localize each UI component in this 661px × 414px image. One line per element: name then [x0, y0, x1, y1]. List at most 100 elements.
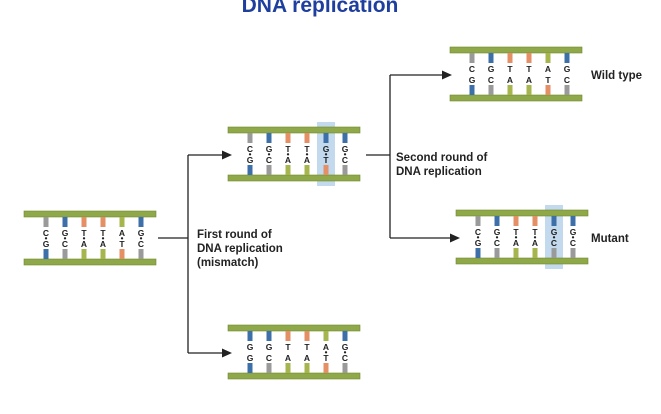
mutant-bottom-base-stick	[513, 248, 519, 258]
upper-daughter-top-base-stick	[342, 133, 348, 143]
mutant-top-base-stick	[475, 216, 481, 226]
parent-pair-dot: •	[45, 234, 48, 243]
second-round-label-line2: DNA replication	[396, 166, 482, 178]
lower-daughter-top-base-letter: G	[247, 342, 254, 352]
mutant-mismatch-highlight	[545, 205, 563, 269]
mutant-label: Mutant	[591, 233, 629, 245]
lower-daughter-top-base-stick	[323, 331, 329, 341]
diagram-title: DNA replication	[242, 0, 399, 17]
upper-daughter-top-base-letter: G	[266, 144, 273, 154]
parent-bottom-base-stick	[43, 249, 49, 259]
mutant-top-backbone	[455, 209, 589, 217]
parent-pair-dot: •	[121, 234, 124, 243]
mutant-top-base-letter: G	[570, 227, 577, 237]
mutant-bottom-base-stick	[475, 248, 481, 258]
mutant-bottom-backbone	[455, 257, 589, 265]
upper-daughter-pair-dot: •	[325, 150, 328, 159]
mutant-top-base-stick	[551, 216, 557, 226]
wild-type-top-base-letter: G	[564, 64, 571, 74]
parent-pair-dot: •	[140, 234, 143, 243]
parent-top-base-letter: G	[138, 228, 145, 238]
upper-daughter-mismatch-highlight	[317, 122, 335, 186]
parent-top-base-stick	[100, 217, 106, 227]
wild-type-bottom-base-stick	[545, 85, 551, 95]
upper-daughter-bottom-base-stick	[342, 165, 348, 175]
lower-daughter-top-backbone	[227, 324, 361, 332]
mutant-bottom-base-letter: A	[513, 238, 519, 248]
parent-bottom-base-stick	[81, 249, 87, 259]
parent-bottom-base-letter: A	[81, 239, 87, 249]
upper-daughter-bottom-base-stick	[285, 165, 291, 175]
lower-daughter-bottom-base-stick	[266, 363, 272, 373]
lower-daughter-top-base-stick	[285, 331, 291, 341]
wild-type-bottom-base-stick	[507, 85, 513, 95]
mutant-top-base-letter: G	[551, 227, 558, 237]
parent-top-base-stick	[62, 217, 68, 227]
wild-type-label: Wild type	[591, 70, 642, 82]
mutant-top-base-letter: T	[513, 227, 519, 237]
lower-daughter-bottom-base-letter: C	[342, 353, 348, 363]
wild-type-top-backbone	[449, 46, 583, 54]
lower-daughter-top-base-stick	[247, 331, 253, 341]
lower-daughter-top-base-letter: A	[323, 342, 329, 352]
lower-daughter-bottom-backbone	[227, 372, 361, 380]
lower-daughter-pair-dot: •	[344, 348, 347, 357]
wild-type-bottom-base-stick	[488, 85, 494, 95]
parent-bottom-base-stick	[119, 249, 125, 259]
mutant-pair-dot: •	[534, 233, 537, 242]
mutant-pair-dot: •	[572, 233, 575, 242]
upper-daughter-top-base-stick	[266, 133, 272, 143]
wild-type-top-base-stick	[526, 53, 532, 63]
parent-top-base-letter: G	[62, 228, 69, 238]
upper-daughter-bottom-base-letter: A	[304, 155, 310, 165]
wild-type-top-base-stick	[545, 53, 551, 63]
second-round-label-line1: Second round of	[396, 152, 488, 164]
upper-daughter-pair-dot: •	[306, 150, 309, 159]
lower-daughter-top-base-letter: G	[266, 342, 273, 352]
upper-daughter-top-base-letter: C	[247, 144, 253, 154]
arrowhead	[450, 233, 460, 243]
wild-type-bottom-base-letter: C	[564, 75, 570, 85]
lower-daughter-bottom-base-letter: T	[323, 353, 329, 363]
parent-pair-dot: •	[64, 234, 67, 243]
parent-top-base-stick	[43, 217, 49, 227]
parent-top-base-stick	[81, 217, 87, 227]
parent-bottom-base-letter: G	[43, 239, 50, 249]
mutant-pair-dot: •	[553, 233, 556, 242]
lower-daughter-top-base-stick	[266, 331, 272, 341]
wild-type-bottom-base-stick	[469, 85, 475, 95]
mutant-bottom-base-stick	[494, 248, 500, 258]
lower-daughter-bottom-base-stick	[304, 363, 310, 373]
wild-type-top-base-stick	[488, 53, 494, 63]
mutant-dna: C•GG•CT•AT•AG•CG•C	[455, 205, 589, 269]
arrowhead	[222, 348, 232, 358]
arrowhead	[222, 150, 232, 160]
parent-top-backbone	[23, 210, 157, 218]
wild-type-bottom-base-letter: A	[526, 75, 532, 85]
lower-daughter-top-base-letter: G	[342, 342, 349, 352]
wild-type-top-base-stick	[564, 53, 570, 63]
mutant-bottom-base-stick	[551, 248, 557, 258]
parent-pair-dot: •	[83, 234, 86, 243]
parent-bottom-base-stick	[62, 249, 68, 259]
lower-daughter-pair-dot: •	[325, 348, 328, 357]
wild-type-bottom-base-letter: C	[488, 75, 494, 85]
upper-daughter-top-base-stick	[323, 133, 329, 143]
mutant-top-base-stick	[532, 216, 538, 226]
parent-bottom-base-stick	[100, 249, 106, 259]
parent-dna: C•GG•CT•AT•AA•TG•C	[23, 210, 157, 266]
wild-type-top-base-letter: G	[488, 64, 495, 74]
wild-type-top-base-letter: T	[526, 64, 532, 74]
upper-daughter-pair-dot: •	[344, 150, 347, 159]
wild-type-bottom-base-stick	[526, 85, 532, 95]
parent-top-base-letter: A	[119, 228, 125, 238]
wild-type-bottom-base-letter: T	[545, 75, 551, 85]
dna-molecules: C•GG•CT•AT•AA•TG•CC•GG•CT•AT•AG•TG•CGGGC…	[23, 46, 589, 380]
upper-daughter-top-base-letter: G	[342, 144, 349, 154]
mutant-pair-dot: •	[496, 233, 499, 242]
mutant-top-base-stick	[570, 216, 576, 226]
lower-daughter-bottom-base-letter: A	[304, 353, 310, 363]
